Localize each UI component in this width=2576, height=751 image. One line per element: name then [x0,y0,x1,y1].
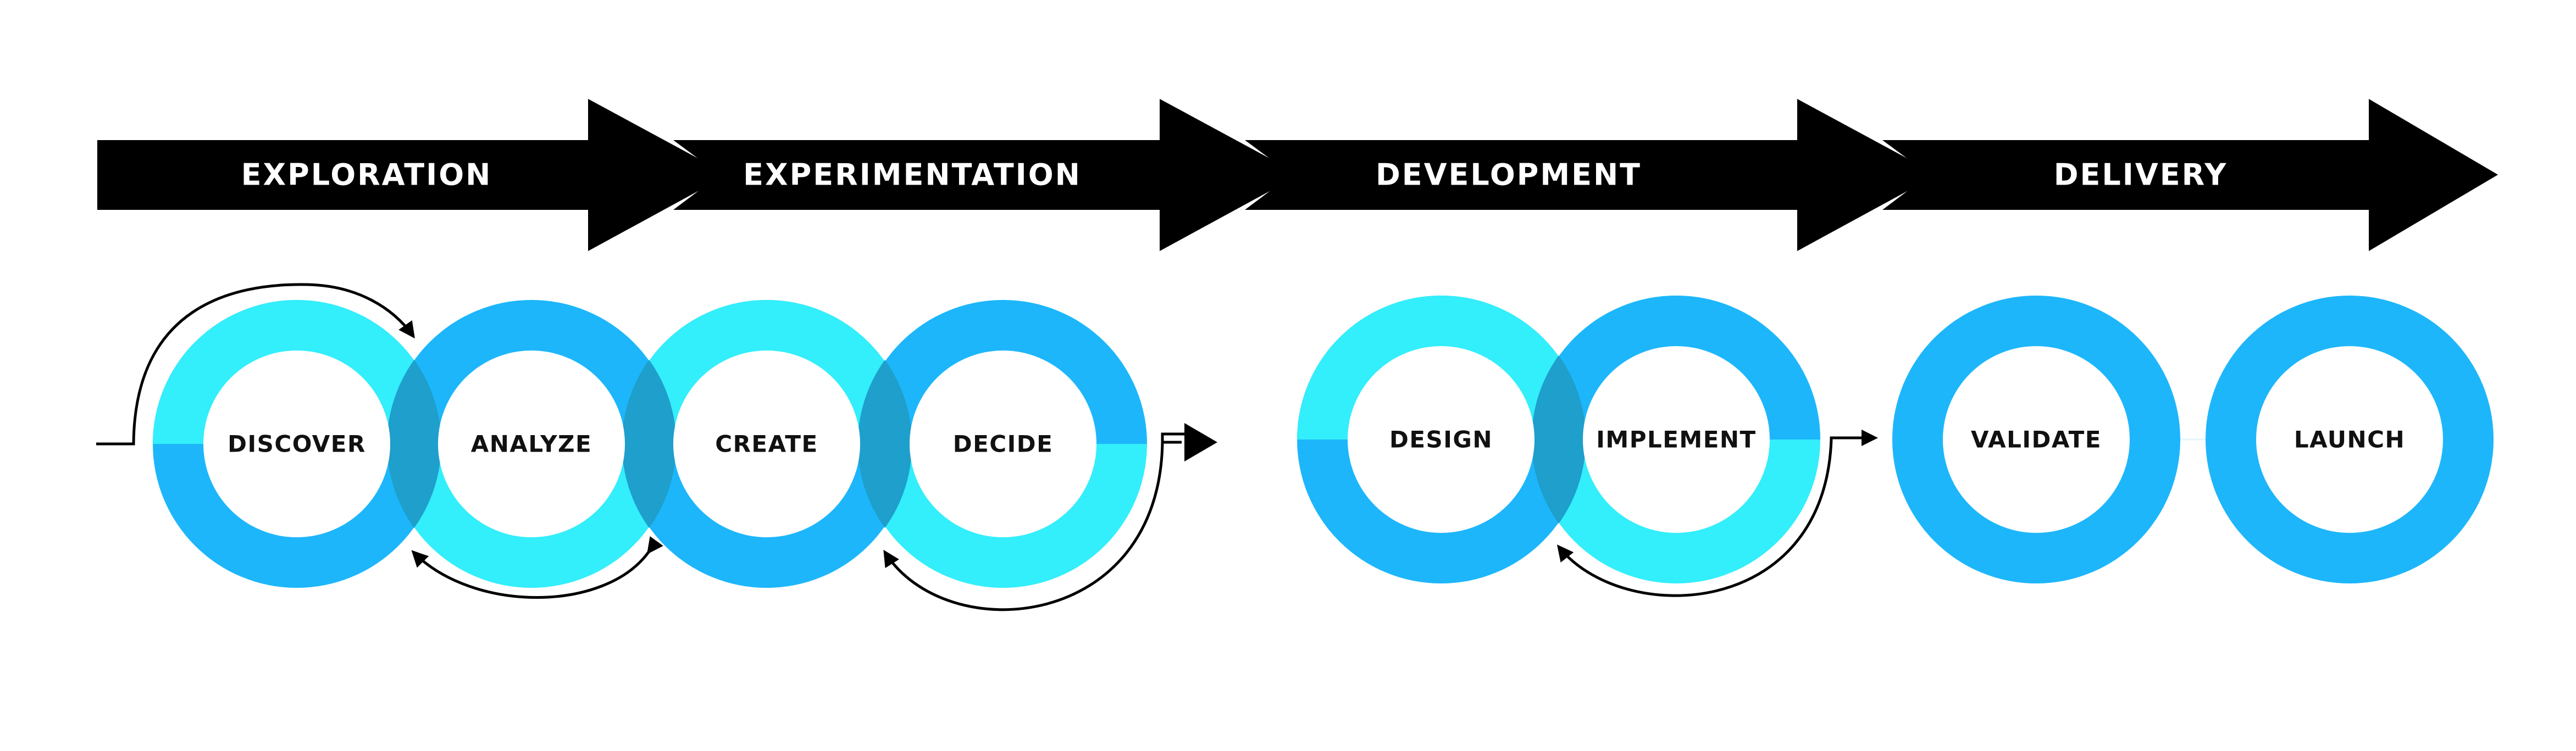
flow-implement-loop [1556,439,1833,597]
step-label-analyze: ANALYZE [471,431,592,458]
phase-arrow-delivery [1882,99,2498,251]
step-labels: DISCOVER ANALYZE CREATE DECIDE DESIGN IM… [228,426,2405,458]
step-label-launch: LAUNCH [2294,426,2405,453]
phase-label-experimentation: EXPERIMENTATION [743,158,1082,192]
step-label-decide: DECIDE [953,431,1054,458]
step-label-validate: VALIDATE [1971,426,2102,453]
overlap-design-implement [1531,355,1586,524]
phase-label-delivery: DELIVERY [2054,158,2228,192]
overlap-analyze-create [622,360,677,528]
step-label-discover: DISCOVER [228,431,366,458]
flow-decide-exit [1161,432,1186,442]
overlap-discover-analyze [387,360,441,528]
flow-into-discover [96,283,415,446]
flow-arrows [96,283,1878,611]
flow-implement-exit [1830,430,1878,446]
phase-label-development: DEVELOPMENT [1376,158,1642,192]
phase-arrow-exploration [97,99,728,251]
flow-decide-loop [883,441,1182,611]
step-label-design: DESIGN [1389,426,1493,453]
overlap-create-decide [857,360,912,528]
step-label-create: CREATE [715,431,818,458]
phase-label-exploration: EXPLORATION [241,158,492,192]
flow-analyze-back-loop [411,536,663,599]
flow-exit-arrow-icon [1184,423,1217,461]
phase-arrow-development [1245,99,1937,251]
phase-banner: EXPLORATION EXPERIMENTATION DEVELOPMENT … [97,99,2498,251]
phase-arrow-experimentation [673,99,1300,251]
step-label-implement: IMPLEMENT [1596,426,1756,453]
